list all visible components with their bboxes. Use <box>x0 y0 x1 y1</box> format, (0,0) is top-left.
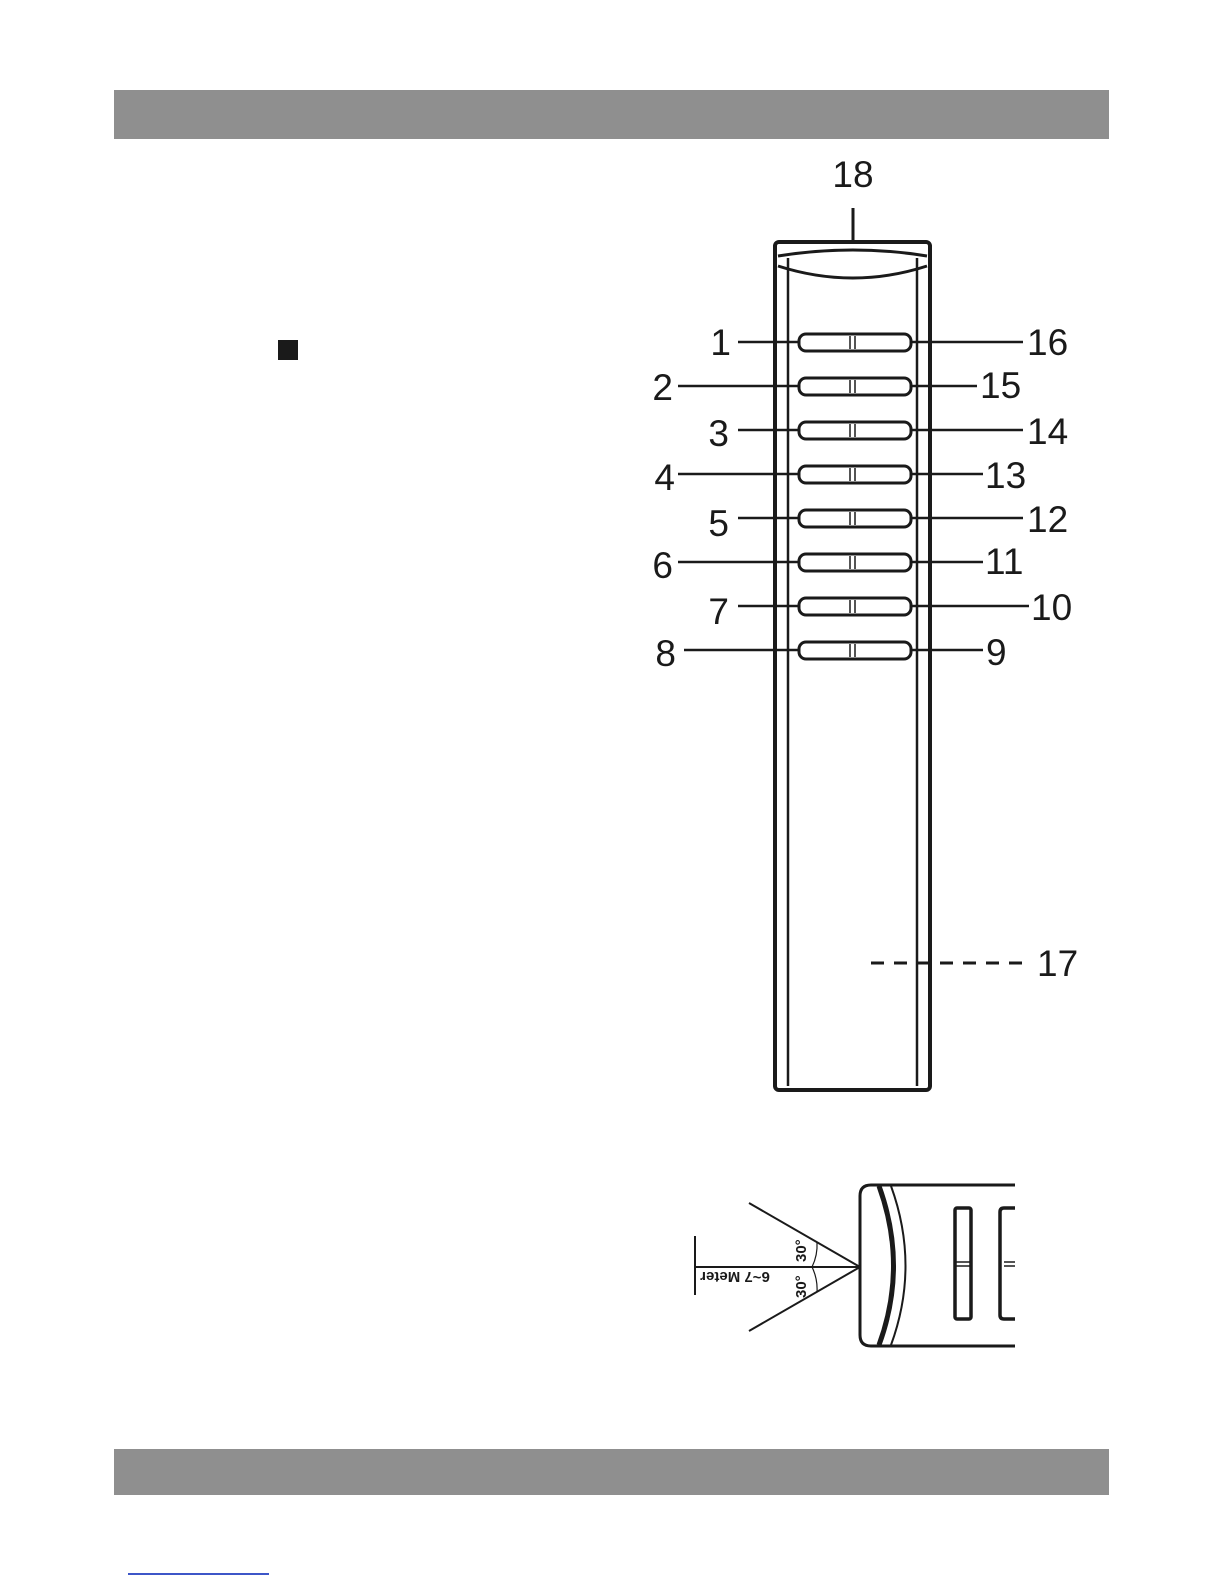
label-16: 16 <box>1027 322 1068 363</box>
range-diagram <box>695 1185 1015 1346</box>
leader-lines <box>678 342 1030 963</box>
angle-lower-label: 30° <box>793 1275 810 1298</box>
label-14: 14 <box>1027 411 1068 452</box>
label-13: 13 <box>985 455 1026 496</box>
label-9: 9 <box>986 632 1007 673</box>
label-17: 17 <box>1037 943 1078 984</box>
label-18: 18 <box>832 154 873 195</box>
distance-label: 6~7 Meter <box>700 1268 770 1285</box>
remote-buttons <box>799 334 911 659</box>
angle-upper-label: 30° <box>793 1239 810 1262</box>
label-8: 8 <box>655 633 676 674</box>
label-6: 6 <box>652 545 673 586</box>
label-12: 12 <box>1027 499 1068 540</box>
label-4: 4 <box>654 457 675 498</box>
label-1: 1 <box>710 322 731 363</box>
label-2: 2 <box>652 367 673 408</box>
footer-link-underline[interactable] <box>128 1573 269 1575</box>
label-3: 3 <box>708 413 729 454</box>
label-7: 7 <box>708 591 729 632</box>
label-5: 5 <box>708 503 729 544</box>
label-10: 10 <box>1031 587 1072 628</box>
label-11: 11 <box>985 541 1023 582</box>
label-15: 15 <box>980 365 1021 406</box>
footer-bar <box>114 1449 1109 1495</box>
